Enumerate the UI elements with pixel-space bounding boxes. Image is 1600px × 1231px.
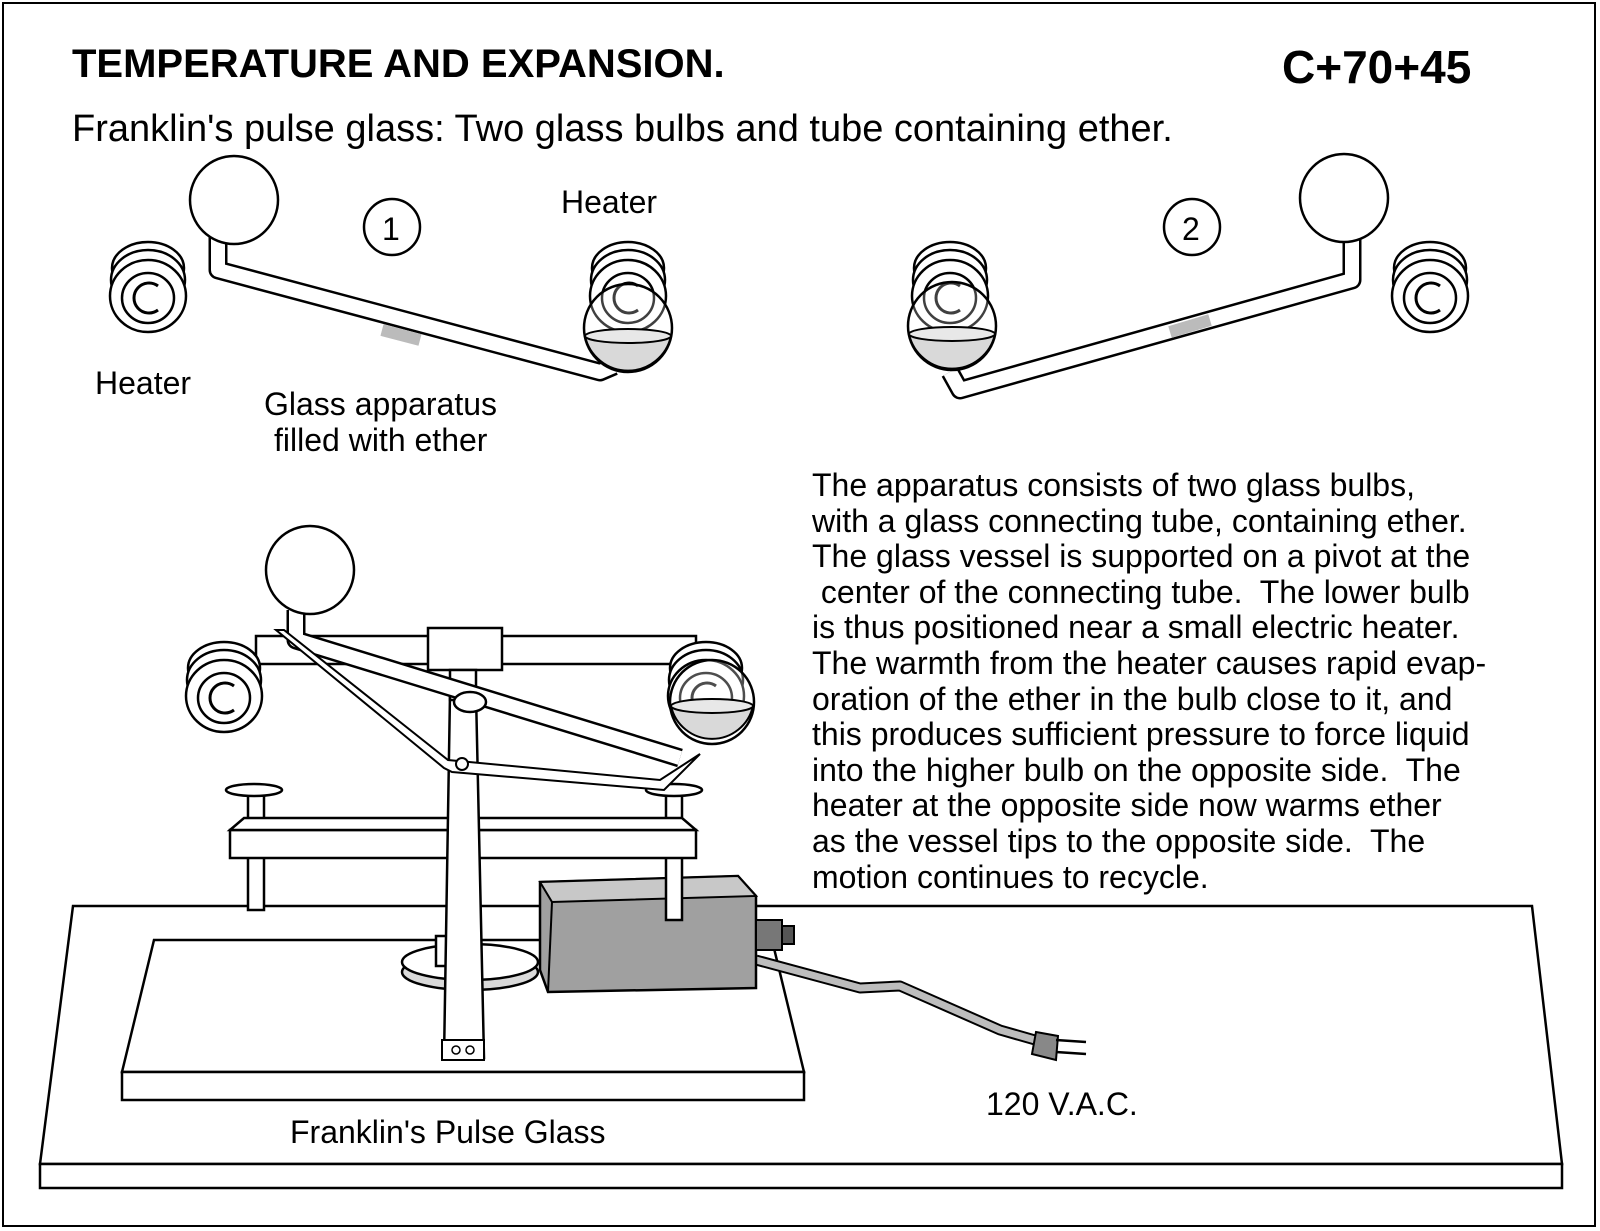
step-1-badge bbox=[362, 197, 422, 257]
description-line: into the higher bulb on the opposite sid… bbox=[812, 751, 1461, 788]
empty-bulb-2 bbox=[1298, 152, 1390, 244]
diagram-2 bbox=[906, 152, 1470, 400]
description-line: is thus positioned near a small electric… bbox=[812, 609, 1460, 646]
description-line: this produces sufficient pressure to for… bbox=[812, 716, 1470, 753]
page-heading: TEMPERATURE AND EXPANSION. bbox=[72, 42, 725, 86]
description-text: The apparatus consists of two glass bulb… bbox=[812, 467, 1487, 895]
step-2-badge bbox=[1162, 197, 1222, 257]
figure-caption: Franklin's Pulse Glass bbox=[290, 1114, 606, 1150]
description-line: The apparatus consists of two glass bulb… bbox=[812, 467, 1415, 503]
empty-bulb bbox=[188, 154, 280, 246]
description-line: heater at the opposite side now warms et… bbox=[812, 787, 1442, 824]
heater-icon-main-left bbox=[184, 640, 264, 734]
description-line: as the vessel tips to the opposite side.… bbox=[812, 822, 1426, 859]
heater-right-label: Heater bbox=[561, 184, 658, 220]
heater-right-icon-2 bbox=[1390, 240, 1470, 334]
apparatus-label-line2: filled with ether bbox=[274, 422, 488, 458]
apparatus-label-line1: Glass apparatus bbox=[264, 386, 498, 422]
description-line: center of the connecting tube. The lower… bbox=[812, 573, 1470, 610]
heater-left-icon bbox=[108, 240, 188, 334]
description-line: The glass vessel is supported on a pivot… bbox=[812, 538, 1471, 575]
heater-left-label: Heater bbox=[95, 365, 192, 401]
description-line: with a glass connecting tube, containing… bbox=[812, 502, 1467, 539]
description-line: motion continues to recycle. bbox=[812, 858, 1209, 895]
catalog-code: C+70+45 bbox=[1282, 41, 1472, 93]
power-label: 120 V.A.C. bbox=[986, 1086, 1138, 1122]
description-line: The warmth from the heater causes rapid … bbox=[812, 644, 1487, 681]
page-subtitle: Franklin's pulse glass: Two glass bulbs … bbox=[72, 108, 1173, 150]
step-1-label: 1 bbox=[382, 211, 400, 247]
diagram-1 bbox=[108, 154, 674, 382]
pulse-glass-apparatus bbox=[38, 524, 1564, 1190]
plug-icon bbox=[1030, 1030, 1060, 1062]
upper-bulb bbox=[264, 524, 356, 616]
description-line: oration of the ether in the bulb close t… bbox=[812, 680, 1453, 717]
stand bbox=[442, 692, 486, 1060]
step-2-label: 2 bbox=[1182, 211, 1200, 247]
